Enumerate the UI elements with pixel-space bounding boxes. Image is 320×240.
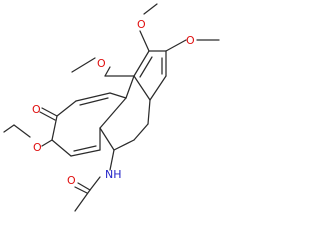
bond — [89, 176, 101, 191]
bond — [74, 189, 91, 212]
bond — [3, 124, 15, 133]
bond — [71, 57, 96, 73]
bond — [41, 107, 58, 117]
methoxy-top — [139, 3, 158, 52]
acetamide-group — [74, 149, 115, 212]
bond — [109, 92, 127, 99]
ring-a — [104, 50, 167, 101]
atom-oxygen: O — [97, 57, 106, 70]
bond — [104, 66, 111, 77]
bond-double — [74, 186, 88, 194]
atom-oxygen: O — [186, 34, 195, 47]
bond-double — [79, 97, 109, 106]
methoxy-left — [71, 57, 111, 77]
bond — [149, 75, 167, 101]
bond — [143, 3, 158, 15]
bond — [133, 75, 151, 101]
atom-nitrogen: NH — [105, 168, 122, 181]
bond — [165, 39, 187, 52]
ring-b — [99, 75, 151, 151]
bond — [113, 139, 135, 151]
atom-oxygen: O — [33, 141, 42, 154]
structure-diagram: O O O O O O NH — [3, 3, 220, 212]
bond — [139, 30, 150, 52]
bond-double — [139, 56, 153, 78]
bond — [99, 127, 115, 151]
bond — [75, 92, 111, 102]
bond — [51, 115, 58, 141]
ethoxy-group — [3, 124, 53, 147]
ring-c — [51, 92, 127, 157]
molecule-svg: O O O O O O NH — [3, 3, 220, 212]
bond — [13, 124, 31, 138]
bond — [133, 123, 149, 141]
bond — [147, 99, 151, 125]
methoxy-right — [165, 39, 220, 52]
bond — [109, 149, 115, 171]
bond — [133, 50, 150, 77]
bond — [51, 139, 72, 157]
bond — [99, 97, 127, 129]
keto-group — [39, 107, 58, 121]
bond-double — [39, 111, 56, 121]
bond-double — [73, 145, 97, 152]
atom-oxygen: O — [32, 103, 41, 116]
atom-oxygen: O — [137, 18, 146, 31]
atom-oxygen: O — [67, 174, 76, 187]
bond — [125, 75, 135, 99]
bond — [70, 149, 101, 157]
bond — [77, 182, 91, 191]
bond — [56, 100, 77, 117]
bond — [41, 139, 53, 147]
